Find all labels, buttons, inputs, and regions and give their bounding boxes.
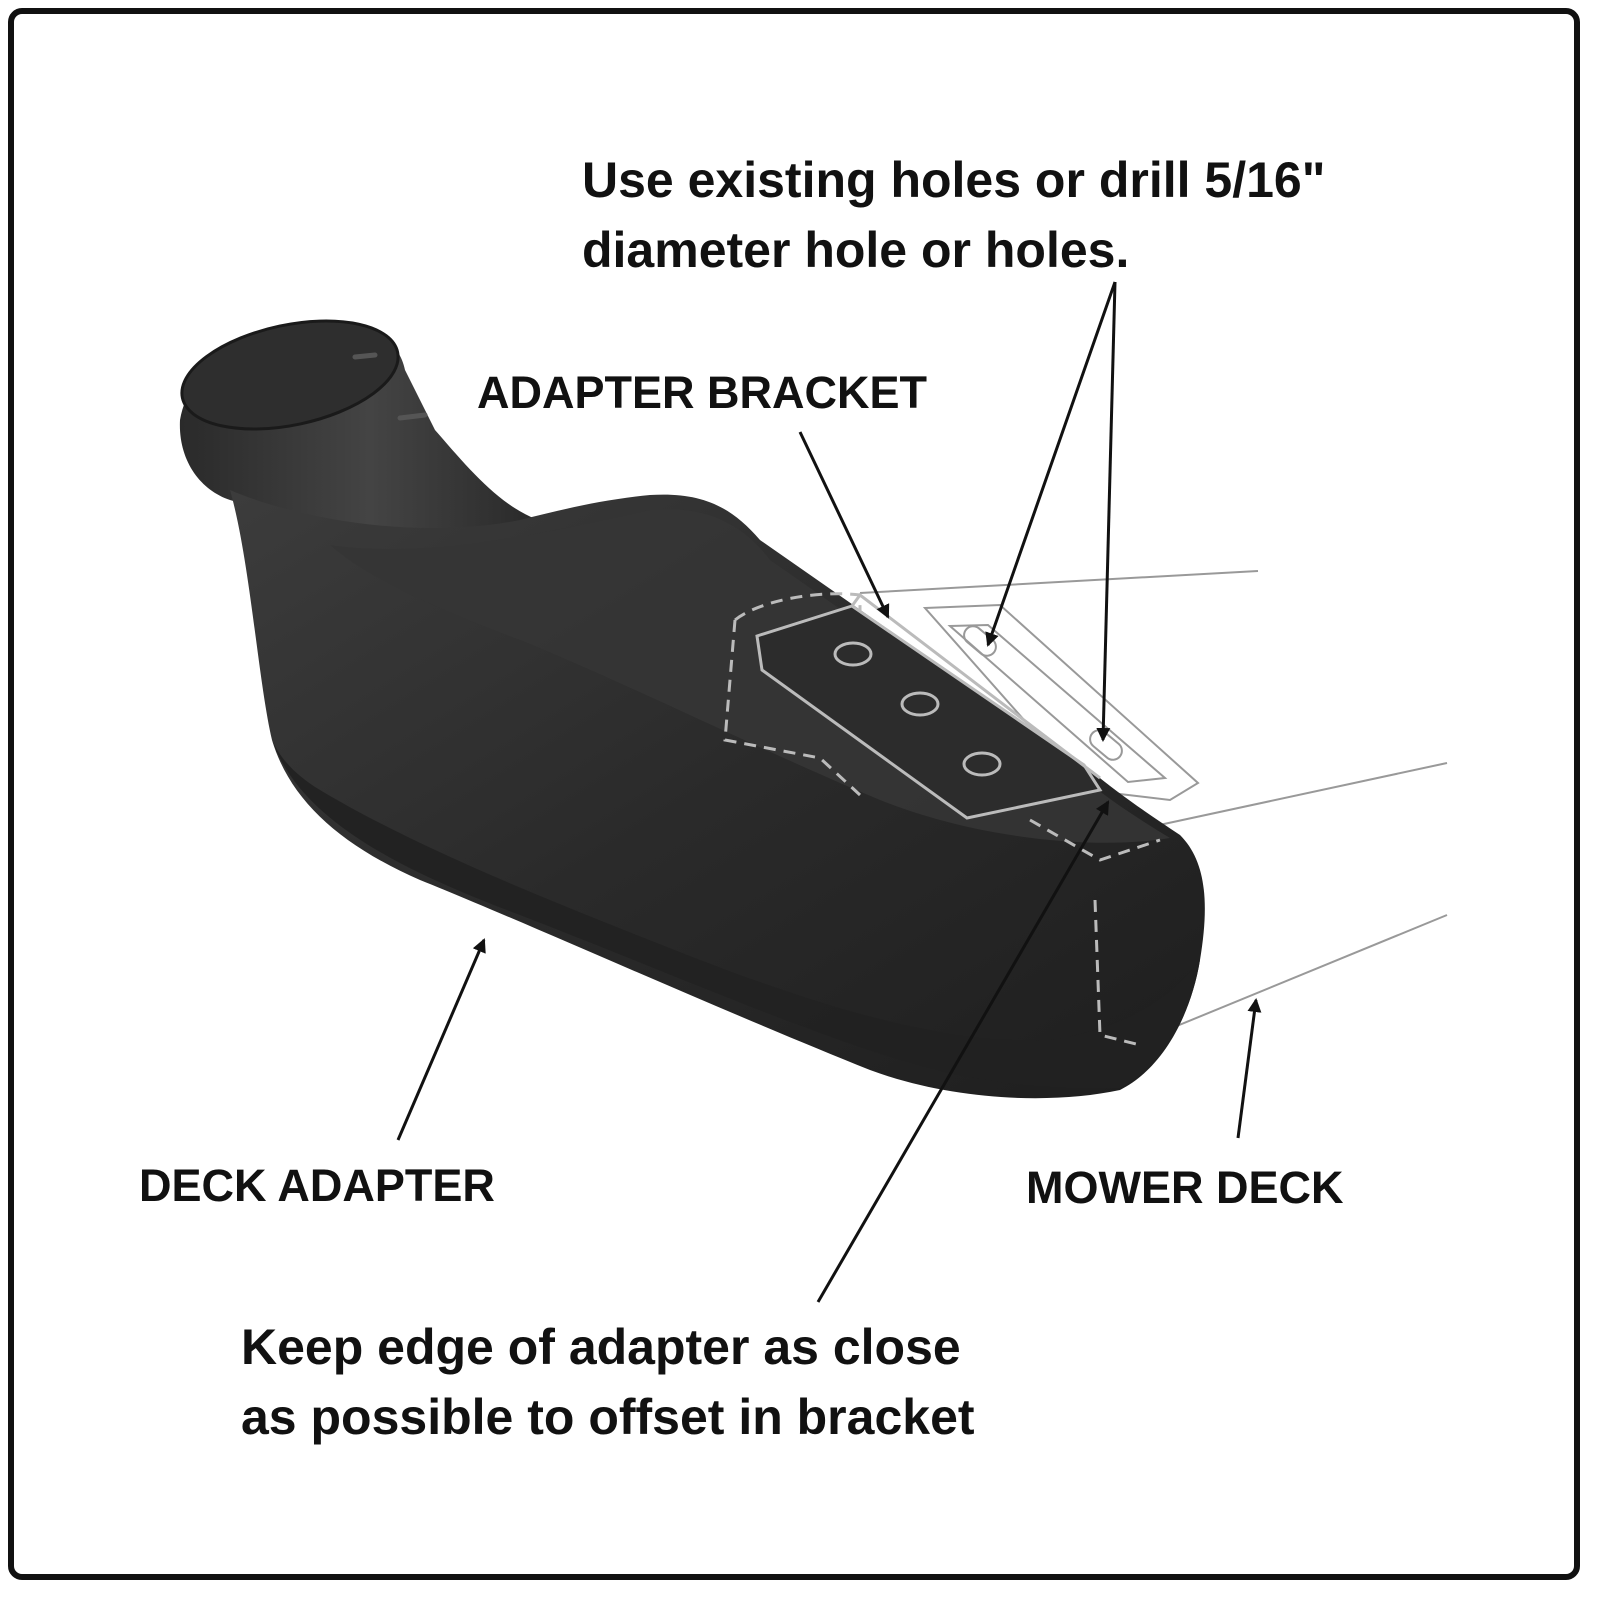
mower-deck-outline xyxy=(859,570,1448,1038)
arrow-adapter-bracket xyxy=(798,431,890,619)
deck-adapter-body xyxy=(179,319,1205,1099)
holes-instruction-line-2: diameter hole or holes. xyxy=(582,222,1130,278)
deck-adapter-label: DECK ADAPTER xyxy=(139,1160,495,1211)
edge-instruction-line-1: Keep edge of adapter as close xyxy=(241,1319,961,1375)
edge-instruction-line-2: as possible to offset in bracket xyxy=(241,1389,975,1445)
adapter-bracket xyxy=(723,592,1161,1047)
bracket-hole-1 xyxy=(833,641,873,667)
leader-arrows xyxy=(396,281,1262,1303)
edge-instruction: Keep edge of adapter as close as possibl… xyxy=(241,1312,975,1452)
bracket-hole-3 xyxy=(962,751,1002,777)
arrow-holes-left xyxy=(985,281,1117,647)
holes-instruction-line-1: Use existing holes or drill 5/16" xyxy=(582,152,1326,208)
arrow-mower-deck xyxy=(1236,998,1262,1139)
adapter-bracket-label: ADAPTER BRACKET xyxy=(477,367,927,418)
arrow-edge-offset xyxy=(816,800,1110,1303)
arrow-holes-right xyxy=(1096,281,1117,742)
bracket-hole-2 xyxy=(900,691,940,717)
holes-instruction: Use existing holes or drill 5/16" diamet… xyxy=(582,145,1325,285)
mower-deck-label: MOWER DECK xyxy=(1026,1162,1344,1213)
arrow-deck-adapter xyxy=(396,938,486,1141)
